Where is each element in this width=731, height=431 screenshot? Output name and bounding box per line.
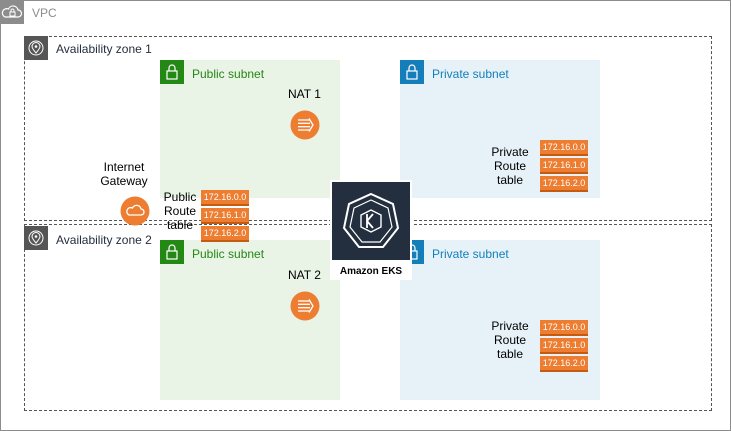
route-entry: 172.16.2.0 <box>540 356 588 372</box>
private-subnet-label: Private subnet <box>432 247 509 261</box>
route-entry: 172.16.0.0 <box>540 140 588 156</box>
vpc-label: VPC <box>32 6 57 20</box>
public-subnet-label: Public subnet <box>192 67 265 81</box>
kubernetes-icon <box>332 182 410 260</box>
private-subnet-az1 <box>400 60 600 198</box>
public-subnet-label: Public subnet <box>192 247 265 261</box>
location-pin-icon <box>24 226 48 250</box>
az1-label: Availability zone 1 <box>56 42 152 56</box>
location-pin-icon <box>24 36 48 60</box>
public-route-table-label: Public Route table <box>163 190 197 232</box>
vpc-cloud-icon <box>0 0 24 24</box>
route-entry: 172.16.2.0 <box>201 226 249 242</box>
nat-gateway-icon <box>290 291 320 326</box>
private-subnet-label: Private subnet <box>432 67 509 81</box>
public-subnet-lock-icon <box>160 60 184 84</box>
public-subnet-az2 <box>160 240 340 400</box>
private-route-table-label: Private Route table <box>491 319 529 361</box>
nat-gateway-icon <box>290 110 320 145</box>
route-entry: 172.16.0.0 <box>201 190 249 206</box>
private-route-table-label: Private Route table <box>491 145 529 187</box>
az2-label: Availability zone 2 <box>56 233 152 247</box>
private-subnet-lock-icon <box>400 60 424 84</box>
route-entry: 172.16.0.0 <box>540 320 588 336</box>
public-subnet-lock-icon <box>160 240 184 264</box>
nat1-label: NAT 1 <box>288 87 321 101</box>
route-entry: 172.16.2.0 <box>540 176 588 192</box>
route-entry: 172.16.1.0 <box>540 338 588 354</box>
eks-label: Amazon EKS <box>339 266 403 277</box>
cloud-icon <box>120 196 150 231</box>
nat2-label: NAT 2 <box>288 268 321 282</box>
route-entry: 172.16.1.0 <box>201 208 249 224</box>
internet-gateway-label: Internet Gateway <box>100 160 148 188</box>
route-entry: 172.16.1.0 <box>540 158 588 174</box>
